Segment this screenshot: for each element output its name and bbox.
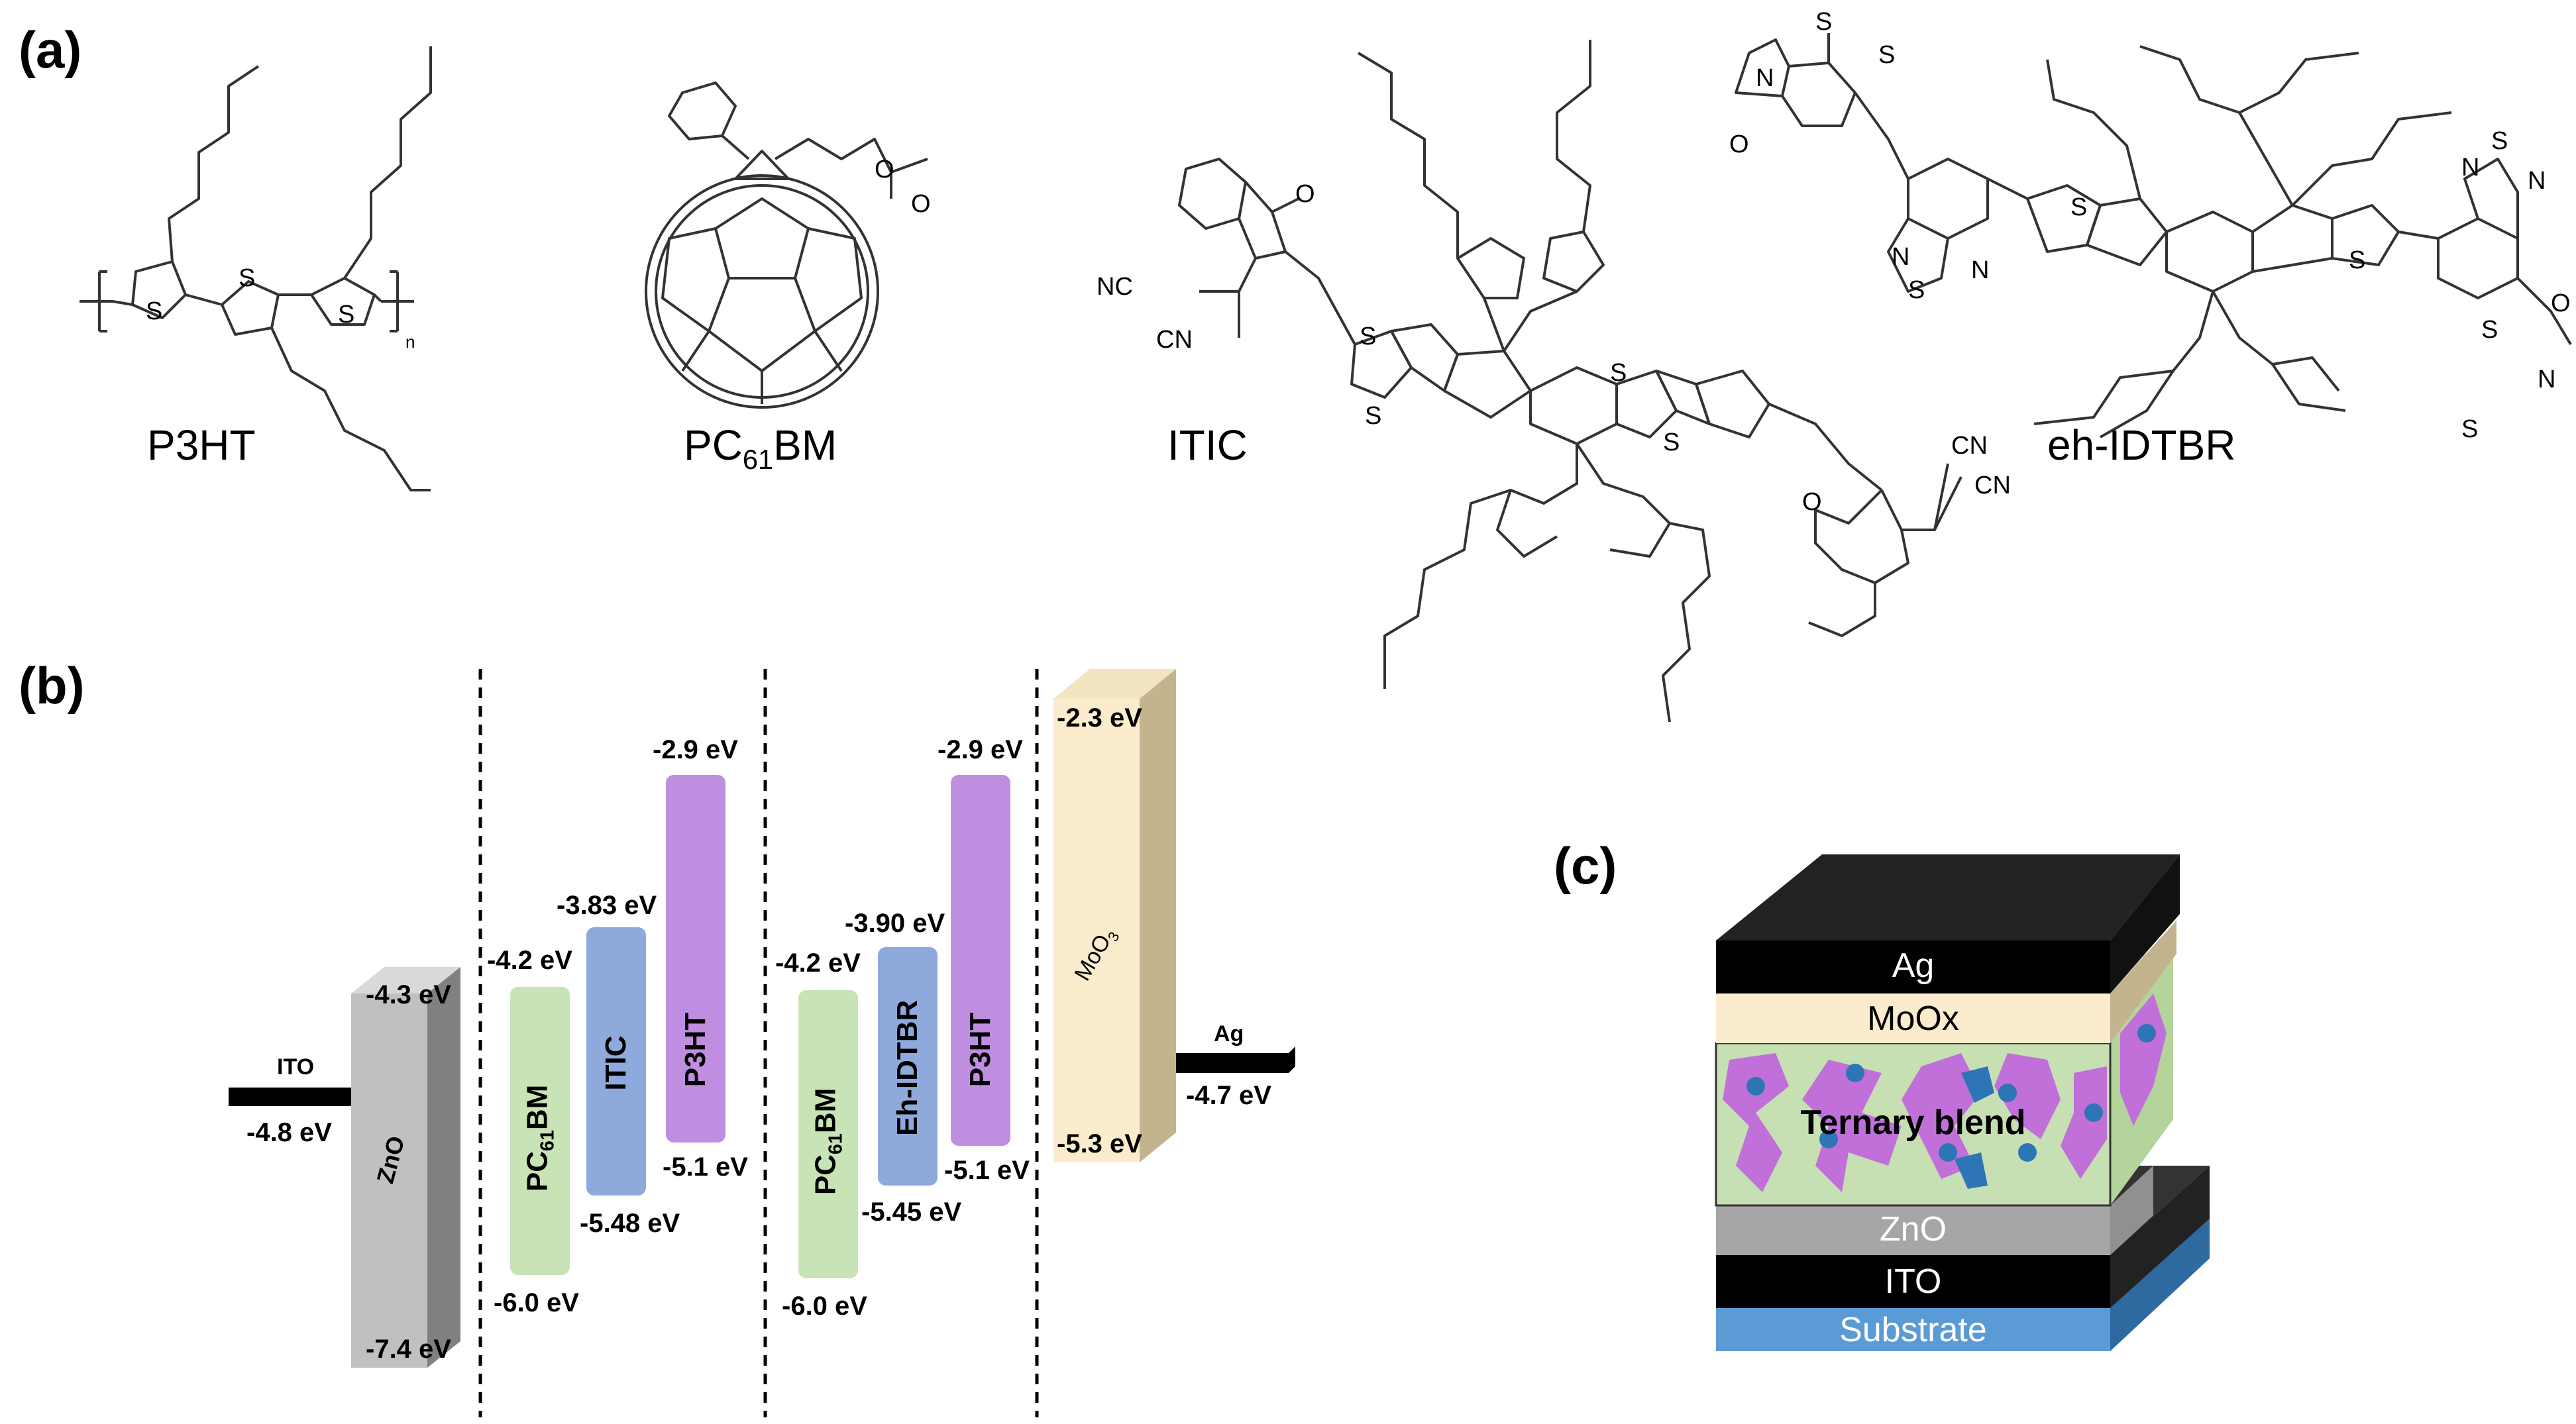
svg-text:CN: CN — [1974, 472, 2011, 499]
g1-p3ht-top: -2.9 eV — [653, 735, 738, 764]
svg-text:S: S — [2461, 415, 2478, 443]
svg-text:O: O — [1729, 130, 1749, 158]
svg-text:S: S — [1908, 276, 1925, 304]
molecule-name-pcbm: PC61BM — [684, 421, 837, 475]
ag-label: Ag — [1214, 1021, 1244, 1046]
svg-text:n: n — [405, 332, 415, 352]
ito-bar — [229, 1088, 351, 1106]
svg-text:S: S — [338, 301, 354, 329]
svg-text:N: N — [1892, 243, 1909, 271]
ag-level: -4.7 eV — [1186, 1081, 1271, 1110]
molecule-name-p3ht: P3HT — [147, 421, 256, 469]
svg-text:S: S — [1610, 359, 1627, 387]
svg-text:N: N — [2538, 366, 2555, 393]
g1-pcbm-bottom: -6.0 eV — [494, 1288, 579, 1317]
ag-layer — [1716, 854, 2180, 993]
zno-layer — [1716, 1166, 2153, 1255]
svg-text:N: N — [1756, 64, 1774, 92]
molecule-name-idtbr: eh-IDTBR — [2047, 421, 2236, 469]
svg-text:S: S — [1878, 41, 1895, 69]
svg-text:S: S — [2070, 193, 2087, 221]
g1-pcbm-bar — [510, 987, 570, 1275]
p3ht-structure — [80, 46, 432, 491]
svg-text:S: S — [2349, 246, 2365, 274]
svg-text:S: S — [2481, 316, 2498, 344]
g2-idtbr-top: -3.90 eV — [845, 909, 945, 938]
svg-text:S: S — [2491, 127, 2508, 155]
stack-label-blend: Ternary blend — [1800, 1103, 2026, 1142]
svg-text:N: N — [1971, 256, 1989, 284]
g2-pcbm-bottom: -6.0 eV — [782, 1292, 867, 1321]
moo3-bottom-level: -5.3 eV — [1057, 1129, 1142, 1158]
g2-idtbr-bottom: -5.45 eV — [861, 1197, 962, 1227]
g2-idtbr-bar — [878, 947, 938, 1186]
svg-text:S: S — [1365, 402, 1381, 430]
svg-text:S: S — [1815, 8, 1832, 36]
ag-bar — [1166, 1046, 1295, 1073]
svg-text:O: O — [1295, 180, 1315, 208]
pcbm-structure — [645, 81, 928, 409]
svg-text:O: O — [911, 190, 931, 218]
stack-label-ag: Ag — [1892, 946, 1935, 985]
svg-text:CN: CN — [1951, 432, 1988, 460]
svg-text:S: S — [1663, 429, 1680, 456]
g2-pcbm-bar — [798, 990, 858, 1278]
g1-itic-bottom: -5.48 eV — [580, 1209, 680, 1238]
g2-p3ht-top: -2.9 eV — [938, 735, 1023, 764]
molecule-name-itic: ITIC — [1167, 421, 1248, 469]
stack-label-zno: ZnO — [1879, 1210, 1947, 1248]
stack-label-moox: MoOx — [1867, 999, 1959, 1038]
zno-box — [351, 967, 460, 1368]
svg-text:S: S — [1360, 323, 1376, 350]
moo3-box — [1053, 669, 1176, 1162]
panel-label-c: (c) — [1554, 837, 1617, 895]
moox-layer — [1716, 921, 2176, 1043]
g2-p3ht-bar — [951, 775, 1010, 1146]
svg-text:O: O — [2551, 289, 2571, 317]
ito-label: ITO — [277, 1054, 315, 1080]
svg-text:N: N — [2528, 167, 2546, 195]
g2-p3ht-bottom: -5.1 eV — [944, 1156, 1030, 1185]
stack-label-ito: ITO — [1884, 1262, 1942, 1301]
zno-bottom-level: -7.4 eV — [366, 1335, 451, 1364]
panel-label-a: (a) — [19, 21, 82, 79]
g1-p3ht-bottom: -5.1 eV — [663, 1152, 748, 1182]
svg-text:S: S — [146, 297, 162, 325]
panel-label-b: (b) — [19, 656, 85, 715]
svg-text:NC: NC — [1097, 273, 1133, 301]
svg-text:N: N — [2461, 154, 2479, 181]
g2-pcbm-top: -4.2 eV — [775, 948, 861, 978]
g1-pcbm-top: -4.2 eV — [487, 946, 572, 975]
zno-top-level: -4.3 eV — [366, 980, 451, 1009]
svg-text:CN: CN — [1156, 326, 1193, 354]
svg-text:O: O — [875, 156, 894, 183]
g1-itic-bar — [586, 927, 646, 1195]
itic-structure — [1178, 40, 1962, 723]
stack-label-substrate: Substrate — [1839, 1311, 1987, 1349]
g1-p3ht-bar — [666, 775, 725, 1143]
idtbr-structure — [1735, 33, 2572, 438]
ito-level: -4.8 eV — [246, 1118, 332, 1147]
svg-text:O: O — [1802, 488, 1822, 516]
moo3-top-level: -2.3 eV — [1057, 703, 1142, 733]
g1-itic-top: -3.83 eV — [557, 891, 657, 920]
svg-text:S: S — [239, 264, 255, 292]
